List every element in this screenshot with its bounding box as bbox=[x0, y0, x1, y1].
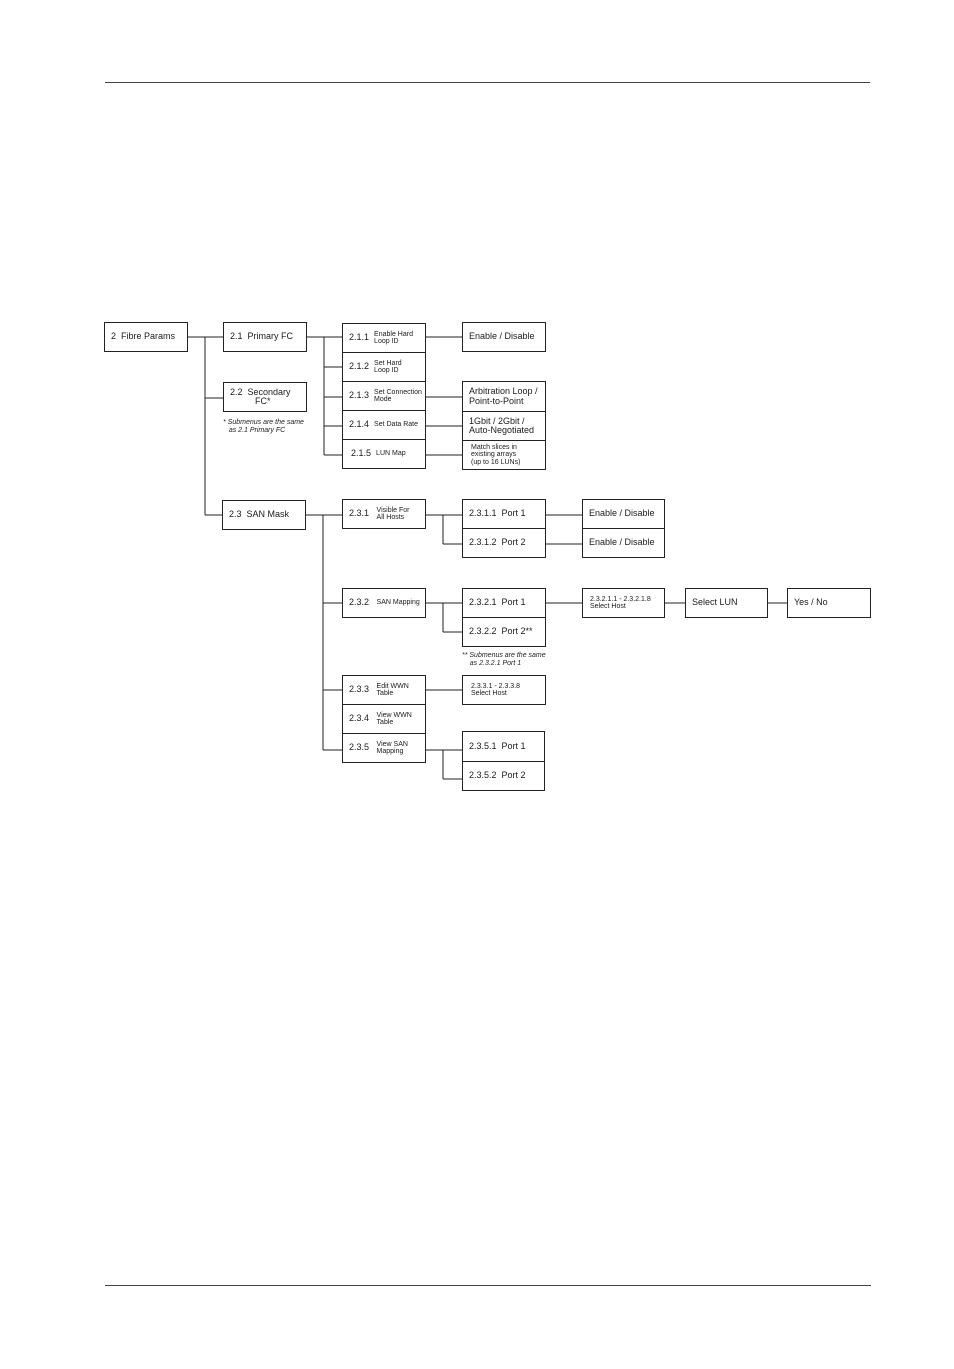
node-san-mapping: 2.3.2 SAN Mapping bbox=[342, 588, 426, 618]
node-number: 2.1.4 bbox=[349, 419, 370, 430]
footer-rule bbox=[105, 1285, 871, 1286]
option-label: Enable / Disable bbox=[469, 331, 535, 342]
node-label: 2.3.3.1 - 2.3.3.8 Select Host bbox=[471, 682, 521, 698]
node-number: 2.3.4 bbox=[349, 713, 370, 724]
node-label: 2.3 SAN Mask bbox=[229, 509, 290, 520]
node-number: 2.3.5 bbox=[349, 742, 370, 753]
node-label: 2.3.5.1 Port 1 bbox=[469, 740, 526, 751]
node-enable-hard-loop-id: 2.1.1 Enable Hard Loop ID bbox=[342, 323, 426, 353]
node-lun-map: 2.1.5 LUN Map bbox=[342, 439, 426, 469]
footnote-port-2: ** Submenus are the same as 2.3.2.1 Port… bbox=[462, 652, 546, 667]
node-select-host-range: 2.3.2.1.1 - 2.3.2.1.8 Select Host bbox=[582, 588, 665, 618]
option-label: Arbitration Loop / Point-to-Point bbox=[469, 386, 538, 406]
option-lun-map: Match slices in existing arrays (up to 1… bbox=[462, 440, 546, 470]
option-enable-disable-port2: Enable / Disable bbox=[582, 528, 665, 558]
node-label: 2.3.2.1 Port 1 bbox=[469, 597, 526, 608]
footnote-secondary-fc: * Submenus are the same as 2.1 Primary F… bbox=[223, 419, 304, 434]
option-enable-disable: Enable / Disable bbox=[462, 322, 546, 352]
node-label: View SAN Mapping bbox=[376, 740, 408, 756]
node-label: 2.3.1.2 Port 2 bbox=[469, 537, 526, 548]
node-fibre-params: 2 Fibre Params bbox=[104, 322, 188, 352]
option-label: 1Gbit / 2Gbit / Auto-Negotiated bbox=[469, 415, 535, 435]
node-set-hard-loop-id: 2.1.2 Set Hard Loop ID bbox=[342, 352, 426, 382]
node-label: Visible For All Hosts bbox=[376, 506, 410, 522]
node-label: SAN Mapping bbox=[376, 599, 420, 607]
node-secondary-fc: 2.2 Secondary FC* bbox=[223, 382, 307, 412]
node-label: Select LUN bbox=[692, 597, 738, 608]
node-primary-fc: 2.1 Primary FC bbox=[223, 322, 307, 352]
node-number: 2.1.5 bbox=[351, 448, 372, 459]
node-port-2-3-1-2: 2.3.1.2 Port 2 bbox=[462, 528, 546, 558]
node-port-2-3-5-2: 2.3.5.2 Port 2 bbox=[462, 761, 545, 791]
node-port-2-3-2-2: 2.3.2.2 Port 2** bbox=[462, 617, 546, 647]
node-number: 2.3.1 bbox=[349, 508, 370, 519]
node-port-2-3-5-1: 2.3.5.1 Port 1 bbox=[462, 731, 545, 762]
node-view-san-mapping: 2.3.5 View SAN Mapping bbox=[342, 733, 426, 763]
node-number: 2.1.2 bbox=[349, 361, 370, 372]
node-san-mask: 2.3 SAN Mask bbox=[222, 500, 306, 530]
option-data-rate: 1Gbit / 2Gbit / Auto-Negotiated bbox=[462, 411, 546, 441]
node-number: 2.1.1 bbox=[349, 332, 370, 343]
option-yes-no: Yes / No bbox=[787, 588, 871, 618]
node-port-2-3-1-1: 2.3.1.1 Port 1 bbox=[462, 499, 546, 529]
node-label: 2.2 Secondary FC* bbox=[230, 386, 291, 406]
node-number: 2.3.2 bbox=[349, 597, 370, 608]
node-label: Set Hard Loop ID bbox=[374, 359, 402, 375]
option-label: Enable / Disable bbox=[589, 508, 655, 519]
node-label: 2.1 Primary FC bbox=[230, 331, 294, 342]
node-wwn-select-host: 2.3.3.1 - 2.3.3.8 Select Host bbox=[462, 675, 546, 705]
node-select-lun: Select LUN bbox=[685, 588, 768, 618]
node-label: 2.3.2.1.1 - 2.3.2.1.8 Select Host bbox=[590, 595, 651, 611]
node-set-data-rate: 2.1.4 Set Data Rate bbox=[342, 410, 426, 440]
node-label: Edit WWN Table bbox=[376, 682, 409, 698]
node-number: 2.1.3 bbox=[349, 390, 370, 401]
node-edit-wwn-table: 2.3.3 Edit WWN Table bbox=[342, 675, 426, 705]
option-label: Enable / Disable bbox=[589, 537, 655, 548]
node-label: Set Data Rate bbox=[374, 421, 419, 429]
option-enable-disable-port1: Enable / Disable bbox=[582, 499, 665, 529]
option-label: Yes / No bbox=[794, 597, 828, 608]
node-label: 2 Fibre Params bbox=[111, 331, 176, 342]
node-view-wwn-table: 2.3.4 View WWN Table bbox=[342, 704, 426, 734]
node-visible-for-all-hosts: 2.3.1 Visible For All Hosts bbox=[342, 499, 426, 529]
node-label: 2.3.2.2 Port 2** bbox=[469, 626, 533, 637]
node-label: 2.3.5.2 Port 2 bbox=[469, 770, 526, 781]
option-label: Match slices in existing arrays (up to 1… bbox=[471, 443, 521, 466]
node-label: View WWN Table bbox=[376, 711, 412, 727]
node-number: 2.3.3 bbox=[349, 684, 370, 695]
node-label: LUN Map bbox=[376, 450, 406, 458]
header-rule bbox=[105, 82, 870, 83]
node-set-connection-mode: 2.1.3 Set Connection Mode bbox=[342, 381, 426, 411]
node-label: Set Connection Mode bbox=[374, 388, 422, 404]
node-label: Enable Hard Loop ID bbox=[374, 330, 413, 346]
node-label: 2.3.1.1 Port 1 bbox=[469, 508, 526, 519]
node-port-2-3-2-1: 2.3.2.1 Port 1 bbox=[462, 588, 546, 618]
option-arbitration-loop: Arbitration Loop / Point-to-Point bbox=[462, 381, 546, 412]
